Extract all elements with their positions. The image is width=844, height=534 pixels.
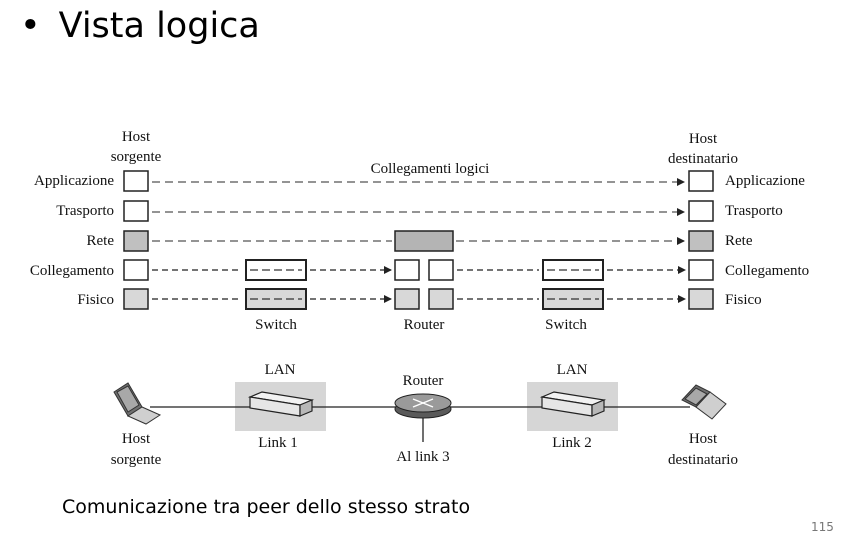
lan-1-switch-icon	[247, 391, 315, 417]
slide-title: • Vista logica	[20, 6, 260, 46]
dest-layer-box	[688, 230, 714, 252]
switch-1-label: Switch	[255, 317, 297, 333]
lan-1-label: LAN	[265, 362, 296, 378]
network-source-host-line2: sorgente	[111, 452, 162, 468]
right-layer-label: Collegamento	[725, 263, 809, 279]
router-link-box	[428, 259, 454, 281]
network-router-label: Router	[403, 373, 444, 389]
source-host-label-line2: sorgente	[111, 149, 162, 165]
dest-host-stack	[688, 170, 714, 310]
right-layer-label: Applicazione	[725, 173, 805, 189]
network-dest-host-line2: destinatario	[668, 452, 738, 468]
dest-laptop-icon	[681, 384, 727, 420]
source-host-label-line1: Host	[122, 129, 151, 145]
network-topology: LAN LAN Router Link 1 Link 2 Al link 3 H…	[111, 362, 738, 468]
switch-1-stack	[245, 259, 307, 310]
left-layer-label: Applicazione	[34, 173, 114, 189]
right-layer-label: Fisico	[725, 292, 762, 308]
source-layer-box	[123, 170, 149, 192]
source-host-stack	[123, 170, 149, 310]
left-layer-label: Rete	[87, 233, 115, 249]
router-icon	[394, 393, 452, 419]
source-layer-box	[123, 288, 149, 310]
logical-links-label: Collegamenti logici	[371, 161, 490, 177]
router-network-box	[394, 230, 454, 252]
switch-2-label: Switch	[545, 317, 587, 333]
router-physical-box	[428, 288, 454, 310]
link-3-label: Al link 3	[396, 449, 449, 465]
dest-host-label-line1: Host	[689, 131, 718, 147]
lan-2-label: LAN	[557, 362, 588, 378]
dest-layer-box	[688, 170, 714, 192]
left-layer-label: Trasporto	[56, 203, 114, 219]
right-layer-label: Rete	[725, 233, 753, 249]
link-2-label: Link 2	[552, 435, 592, 451]
source-layer-box	[123, 259, 149, 281]
slide-caption: Comunicazione tra peer dello stesso stra…	[62, 496, 471, 518]
switch-2-stack	[542, 259, 604, 310]
source-laptop-icon	[113, 382, 162, 425]
router-link-box	[394, 259, 420, 281]
dest-layer-box	[688, 259, 714, 281]
dest-layer-box	[688, 288, 714, 310]
network-source-host-line1: Host	[122, 431, 151, 447]
router-physical-box	[394, 288, 420, 310]
left-layer-label: Fisico	[77, 292, 114, 308]
source-layer-box	[123, 200, 149, 222]
right-layer-label: Trasporto	[725, 203, 783, 219]
title-text: Vista logica	[58, 6, 260, 46]
dest-layer-box	[688, 200, 714, 222]
router-label: Router	[404, 317, 445, 333]
title-bullet: •	[20, 6, 41, 46]
source-layer-box	[123, 230, 149, 252]
dest-host-label-line2: destinatario	[668, 151, 738, 167]
link-1-label: Link 1	[258, 435, 298, 451]
network-dest-host-line1: Host	[689, 431, 718, 447]
page-number: 115	[811, 520, 834, 534]
lan-2-switch-icon	[539, 391, 607, 417]
left-layer-label: Collegamento	[30, 263, 114, 279]
